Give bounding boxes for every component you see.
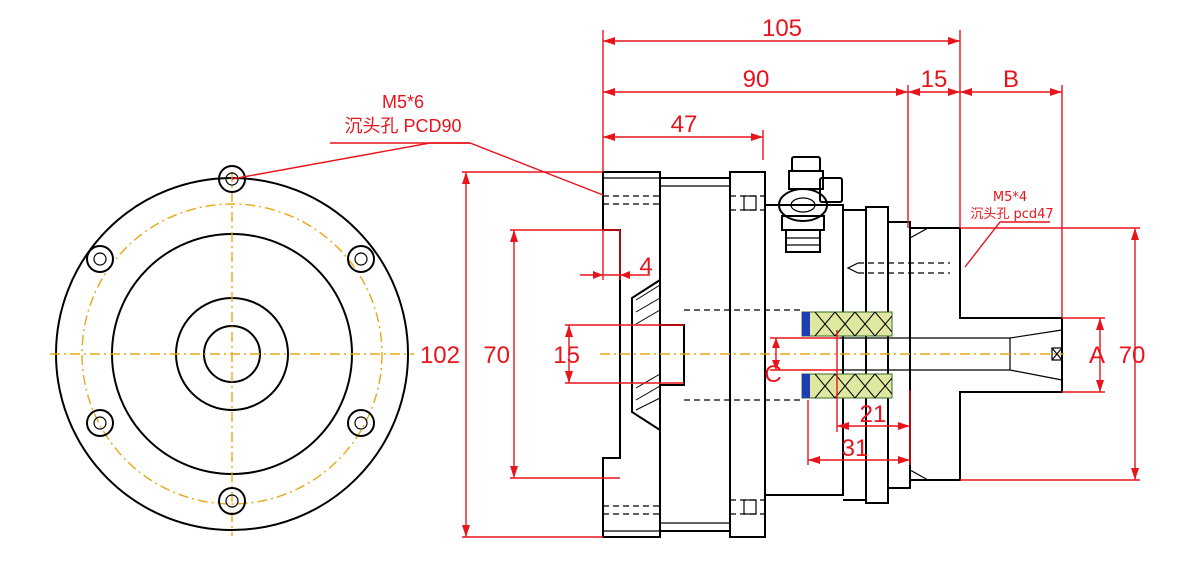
bolt-hole bbox=[218, 165, 246, 193]
callout-front-holes-line2: 沉头孔 PCD90 bbox=[344, 116, 461, 136]
dim-port-mark: C bbox=[764, 361, 781, 388]
upper-seal bbox=[801, 311, 893, 337]
dim-shaft-length: B bbox=[1003, 66, 1019, 93]
lower-seal bbox=[801, 373, 893, 399]
dim-housing-length: 47 bbox=[671, 111, 698, 138]
bolt-hole bbox=[86, 245, 114, 273]
dimension-labels: 105 90 15 B 47 4 102 70 15 C 21 31 A 70 … bbox=[344, 15, 1145, 462]
bore-insert bbox=[631, 278, 661, 432]
front-bolt-holes bbox=[86, 165, 375, 515]
dim-bore-diameter: 15 bbox=[553, 342, 580, 369]
shaft bbox=[840, 329, 1063, 381]
callout-flange-holes-line2: 沉头孔 pcd47 bbox=[970, 207, 1053, 222]
bolt-hole bbox=[86, 409, 114, 437]
front-pcd-circle bbox=[81, 203, 383, 505]
flange-ring bbox=[865, 206, 889, 504]
front-view bbox=[50, 165, 414, 536]
callout-flange-holes-line1: M5*4 bbox=[993, 190, 1027, 205]
bolt-hole bbox=[347, 245, 375, 273]
callout-front-holes-line1: M5*6 bbox=[382, 92, 424, 112]
air-fitting bbox=[778, 156, 843, 253]
side-view bbox=[600, 156, 1064, 538]
dim-outer-diameter: 102 bbox=[420, 342, 460, 369]
dim-flange-length: 15 bbox=[921, 66, 948, 93]
dim-shaft-diameter: A bbox=[1089, 342, 1105, 369]
dim-overall-length: 105 bbox=[762, 15, 802, 42]
dim-step-depth: 4 bbox=[639, 253, 652, 280]
dim-seal-outer-length: 31 bbox=[842, 435, 869, 462]
rotor-body bbox=[765, 204, 844, 496]
dim-pilot-diameter-left: 70 bbox=[483, 342, 510, 369]
bolt-hole bbox=[347, 409, 375, 437]
dim-seal-inner-length: 21 bbox=[860, 401, 887, 428]
rear-cap bbox=[729, 171, 766, 538]
dim-body-length: 90 bbox=[743, 66, 770, 93]
dim-pilot-diameter-right: 70 bbox=[1119, 342, 1146, 369]
bolt-hole bbox=[218, 487, 246, 515]
dimension-lines bbox=[231, 30, 1140, 538]
